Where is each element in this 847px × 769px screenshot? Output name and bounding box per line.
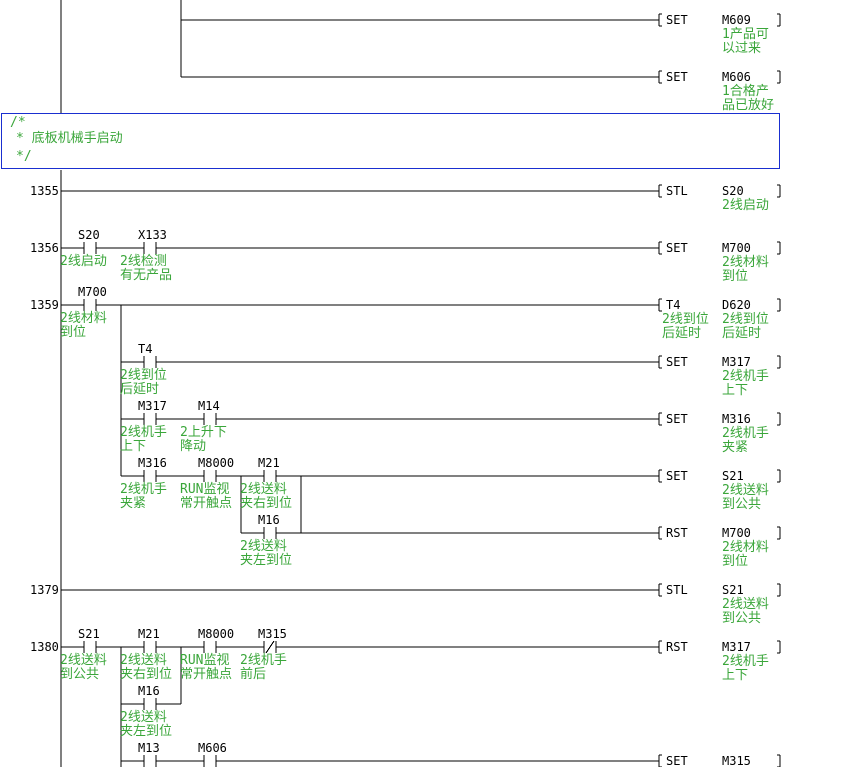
coil-comment: 1产品可 以过来 — [722, 27, 769, 56]
contact-comment: 2线机手 前后 — [240, 653, 287, 682]
coil-instruction[interactable]: SET — [666, 469, 688, 483]
contact-slash — [265, 640, 275, 654]
coil-instruction[interactable]: T4 — [666, 298, 681, 312]
coil-operand[interactable]: M316 — [722, 412, 751, 426]
contact-label: M8000 — [198, 627, 235, 641]
contact-label: M317 — [138, 399, 167, 413]
coil-operand[interactable]: M315 — [722, 754, 751, 768]
coil-instruction[interactable]: SET — [666, 70, 688, 84]
coil-comment: 2线送料 到公共 — [722, 597, 769, 626]
coil-operand[interactable]: D620 — [722, 298, 751, 312]
contact-label: M21 — [138, 627, 160, 641]
coil-comment: 2线机手 上下 — [722, 654, 769, 683]
contact-comment: 2线送料 到公共 — [60, 653, 107, 682]
contact-comment: 2线机手 夹紧 — [120, 482, 167, 511]
coil-operand[interactable]: M317 — [722, 355, 751, 369]
contact-label: M700 — [78, 285, 107, 299]
contact-label: M316 — [138, 456, 167, 470]
step-number: 1379 — [30, 583, 59, 597]
comment-text: * 底板机械手启动 — [16, 131, 123, 146]
coil-comment: 2线材料 到位 — [722, 255, 769, 284]
coil-instr-comment: 2线到位 后延时 — [662, 312, 709, 341]
contact-label: M16 — [258, 513, 280, 527]
step-number: 1380 — [30, 640, 59, 654]
coil-operand[interactable]: S21 — [722, 583, 744, 597]
coil-comment: 2线机手 上下 — [722, 369, 769, 398]
coil-comment: 2线送料 到公共 — [722, 483, 769, 512]
contact-comment: RUN监视 常开触点 — [180, 482, 233, 511]
coil-operand[interactable]: M606 — [722, 70, 751, 84]
contact-comment: 2线送料 夹左到位 — [120, 710, 173, 739]
contact-comment: 2上升下 降动 — [180, 425, 227, 454]
contact-comment: 2线机手 上下 — [120, 425, 167, 454]
contact-comment: 2线送料 夹右到位 — [240, 482, 293, 511]
coil-instruction[interactable]: STL — [666, 583, 688, 597]
coil-instruction[interactable]: SET — [666, 754, 688, 768]
coil-operand[interactable]: S21 — [722, 469, 744, 483]
contact-label: S20 — [78, 228, 100, 242]
contact-comment: 2线送料 夹右到位 — [120, 653, 173, 682]
contact-comment: 2线启动 — [60, 254, 107, 269]
contact-label: M16 — [138, 684, 160, 698]
step-number: 1359 — [30, 298, 59, 312]
coil-comment: 2线启动 — [722, 198, 769, 213]
coil-instruction[interactable]: RST — [666, 640, 688, 654]
coil-comment: 2线到位 后延时 — [722, 312, 769, 341]
contact-label: M13 — [138, 741, 160, 755]
contact-label: M14 — [198, 399, 220, 413]
step-number: 1355 — [30, 184, 59, 198]
coil-comment: 1合格产 品已放好 — [722, 84, 775, 113]
coil-operand[interactable]: S20 — [722, 184, 744, 198]
coil-instruction[interactable]: SET — [666, 13, 688, 27]
coil-instruction[interactable]: STL — [666, 184, 688, 198]
contact-label: S21 — [78, 627, 100, 641]
coil-operand[interactable]: M609 — [722, 13, 751, 27]
coil-instruction[interactable]: SET — [666, 355, 688, 369]
coil-operand[interactable]: M700 — [722, 526, 751, 540]
contact-comment: 2线送料 夹左到位 — [240, 539, 293, 568]
coil-instruction[interactable]: SET — [666, 241, 688, 255]
coil-instruction[interactable]: SET — [666, 412, 688, 426]
contact-label: M315 — [258, 627, 287, 641]
contact-label: M8000 — [198, 456, 235, 470]
contact-comment: RUN监视 常开触点 — [180, 653, 233, 682]
comment-close: */ — [16, 149, 32, 164]
contact-label: T4 — [138, 342, 153, 356]
contact-label: M21 — [258, 456, 280, 470]
contact-comment: 2线材料 到位 — [60, 311, 107, 340]
coil-instruction[interactable]: RST — [666, 526, 688, 540]
coil-comment: 2线材料 到位 — [722, 540, 769, 569]
step-number: 1356 — [30, 241, 59, 255]
contact-comment: 2线检测 有无产品 — [120, 254, 173, 283]
comment-block-base-robot-start[interactable]: /* * 底板机械手启动 */ — [1, 113, 780, 169]
coil-comment: 2线机手 夹紧 — [722, 426, 769, 455]
contact-label: M606 — [198, 741, 227, 755]
comment-open: /* — [10, 115, 26, 130]
contact-comment: 2线到位 后延时 — [120, 368, 167, 397]
coil-operand[interactable]: M317 — [722, 640, 751, 654]
coil-operand[interactable]: M700 — [722, 241, 751, 255]
contact-label: X133 — [138, 228, 167, 242]
